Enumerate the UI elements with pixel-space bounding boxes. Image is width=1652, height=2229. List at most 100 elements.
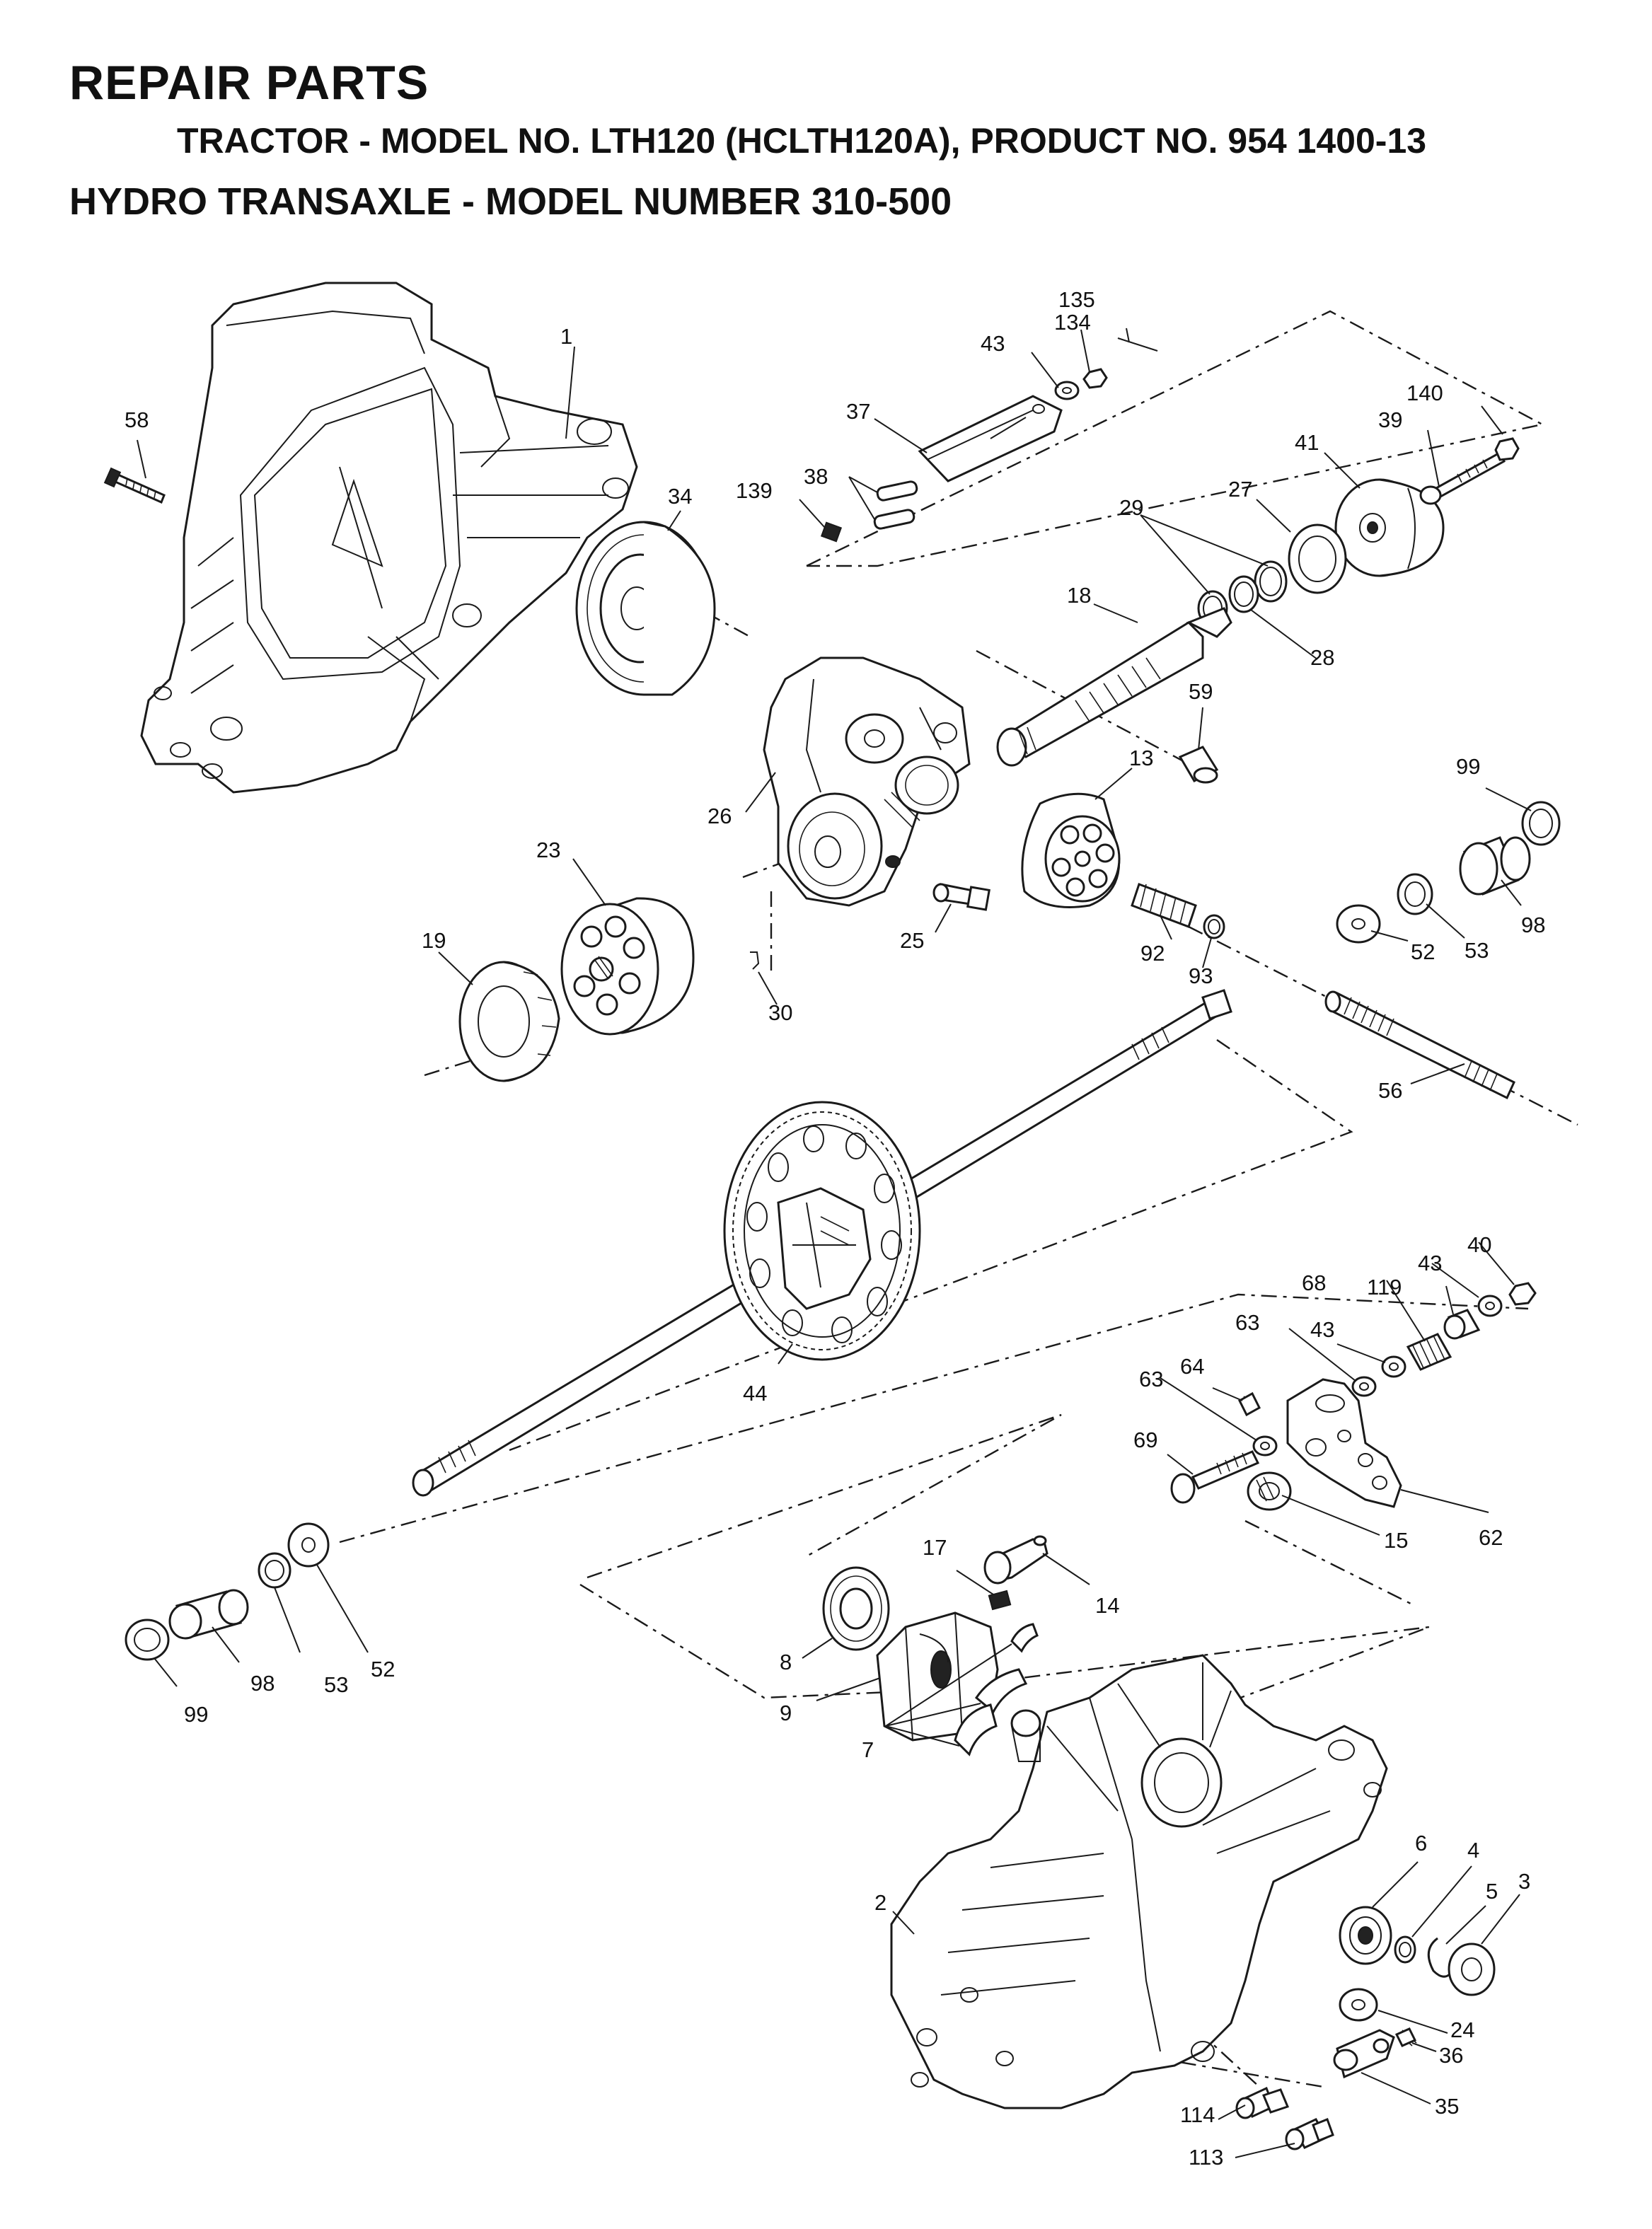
callout-114: 114 [1180, 2102, 1215, 2127]
tractor-model-subtitle: TRACTOR - MODEL NO. LTH120 (HCLTH120A), … [177, 121, 1427, 161]
fitting-113 [1285, 2118, 1334, 2150]
callout-26: 26 [707, 804, 732, 828]
callout-39: 39 [1378, 407, 1402, 432]
washer-52-bottom [287, 1522, 330, 1568]
callout-19: 19 [422, 928, 446, 953]
callout-34: 34 [668, 484, 692, 509]
callout-119: 119 [1367, 1275, 1402, 1299]
transaxle-section-heading: HYDRO TRANSAXLE - MODEL NUMBER 310-500 [69, 180, 952, 223]
nut-134 [1082, 368, 1108, 389]
spacer-119 [1443, 1309, 1481, 1340]
ring-gear-34 [575, 521, 716, 696]
washer-24 [1339, 1988, 1378, 2022]
cradle-bearings-7 [954, 1623, 1039, 1756]
callout-99-bottom: 99 [184, 1702, 208, 1727]
trunnion-arm-14 [983, 1535, 1049, 1585]
callout-56: 56 [1378, 1078, 1402, 1103]
shaft-56 [1324, 990, 1515, 1100]
callout-36: 36 [1439, 2043, 1463, 2068]
callout-41: 41 [1295, 430, 1319, 455]
plug-140 [1494, 437, 1520, 461]
retaining-ring-93 [1203, 914, 1225, 939]
page-title: REPAIR PARTS [69, 56, 429, 110]
callout-18: 18 [1067, 583, 1091, 608]
callout-3: 3 [1518, 1869, 1530, 1894]
callout-135: 135 [1058, 287, 1095, 312]
pin-64 [1238, 1391, 1261, 1417]
upper-housing [140, 282, 638, 794]
callout-98-top: 98 [1521, 913, 1545, 937]
callout-35: 35 [1435, 2094, 1459, 2119]
callout-58: 58 [125, 407, 149, 432]
callout-2: 2 [874, 1890, 886, 1915]
callout-139: 139 [736, 478, 773, 503]
callout-labels: 1 58 34 135 134 43 37 38 139 140 39 41 2… [125, 287, 1545, 2170]
callout-62: 62 [1479, 1525, 1503, 1550]
input-shaft-18 [996, 607, 1232, 767]
callout-5: 5 [1486, 1879, 1498, 1904]
callout-64: 64 [1180, 1354, 1204, 1379]
callout-44: 44 [743, 1381, 767, 1406]
bearing-6 [1339, 1906, 1392, 1965]
callout-113: 113 [1189, 2145, 1223, 2170]
callout-28: 28 [1310, 645, 1334, 670]
pin-135 [1117, 337, 1158, 352]
callout-37: 37 [846, 399, 870, 424]
callout-23: 23 [536, 838, 560, 862]
callout-27: 27 [1228, 477, 1252, 502]
callout-43-top: 43 [981, 331, 1005, 356]
callout-9: 9 [780, 1701, 792, 1725]
bolt-58 [103, 467, 166, 504]
bearing-53-bottom [258, 1552, 291, 1589]
washer-43-top [1054, 381, 1080, 400]
bearing-15 [1247, 1471, 1292, 1511]
leader-lines [137, 328, 1532, 2158]
callout-4: 4 [1467, 1838, 1479, 1863]
seal-99-bottom [125, 1619, 170, 1661]
callout-63-upper: 63 [1235, 1310, 1259, 1335]
bushing-98-top [1459, 836, 1531, 896]
washer-43-right [1381, 1295, 1503, 1378]
callout-53-bottom: 53 [324, 1672, 348, 1697]
callout-59: 59 [1189, 679, 1213, 704]
callout-14: 14 [1095, 1593, 1119, 1618]
seal-4 [1394, 1935, 1416, 1964]
spring-92 [1131, 883, 1197, 928]
ring-28 [1228, 575, 1259, 613]
callout-52-top: 52 [1411, 939, 1435, 964]
callout-43-mid: 43 [1418, 1251, 1442, 1275]
bracket-35 [1333, 2029, 1395, 2079]
fitting-114 [1235, 2086, 1290, 2119]
center-section-26 [763, 656, 971, 907]
pin-59 [1178, 746, 1219, 784]
bearing-27 [1288, 523, 1347, 594]
washer-52-top [1336, 904, 1381, 944]
callout-17: 17 [923, 1535, 947, 1560]
callout-68: 68 [1302, 1270, 1326, 1295]
screw-36 [1394, 2027, 1417, 2047]
washer-63 [1252, 1376, 1377, 1457]
callout-98-bottom: 98 [250, 1671, 275, 1696]
setscrew-139 [820, 521, 843, 543]
callout-69: 69 [1133, 1428, 1157, 1452]
callout-52-bottom: 52 [371, 1657, 395, 1681]
pump-block-13 [1021, 792, 1121, 908]
bearing-8 [822, 1566, 890, 1651]
nut-40 [1508, 1282, 1537, 1306]
motor-block-23 [560, 897, 695, 1036]
callout-24: 24 [1450, 2017, 1474, 2042]
callout-6: 6 [1415, 1831, 1427, 1855]
callout-92: 92 [1140, 941, 1165, 966]
callout-40: 40 [1467, 1232, 1491, 1257]
callout-63-lower: 63 [1139, 1367, 1163, 1391]
cap-3 [1448, 1943, 1496, 1996]
callout-38: 38 [804, 464, 828, 489]
callout-13: 13 [1129, 746, 1153, 770]
seal-99-top [1521, 801, 1561, 846]
callout-93: 93 [1189, 963, 1213, 988]
thrust-bearing-19 [458, 961, 560, 1082]
control-arm-37 [918, 395, 1063, 482]
key-17 [988, 1590, 1012, 1611]
callout-29: 29 [1119, 495, 1143, 520]
